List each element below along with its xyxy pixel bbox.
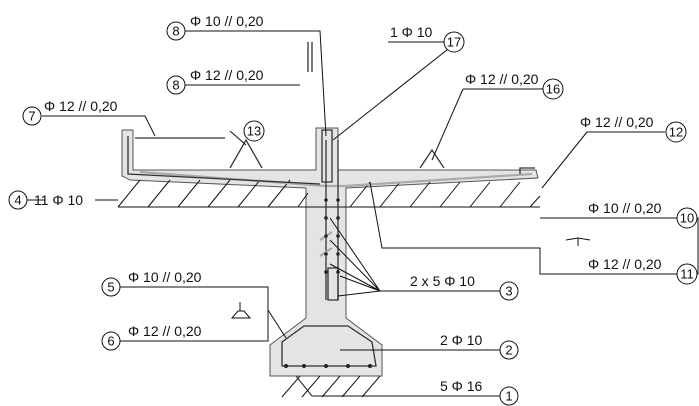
callout-3-number: 3 — [505, 284, 512, 299]
callout-16-label: Φ 12 // 0,20 — [465, 71, 539, 87]
callout-17-number: 17 — [447, 35, 461, 50]
hatching — [117, 179, 541, 398]
callout-8-number: 8 — [172, 24, 179, 39]
leaders — [19, 30, 699, 397]
callout-3-label: 2 x 5 Φ 10 — [410, 273, 475, 289]
callout-8-label: Φ 10 // 0,20 — [190, 13, 264, 29]
stirrup-detail-8-9 — [307, 42, 313, 72]
callout-7-number: 7 — [28, 109, 35, 124]
reinforcement — [127, 129, 535, 367]
callout-2-number: 2 — [505, 343, 512, 358]
callout-16-number: 16 — [546, 82, 560, 97]
callout-labels: Φ 10 // 0,20 Φ 12 // 0,20 1 Φ 10 Φ 12 //… — [34, 13, 662, 394]
callout-11-label: Φ 12 // 0,20 — [588, 256, 662, 272]
callout-2-label: 2 Φ 10 — [440, 332, 483, 348]
callout-9-number: 8 — [172, 78, 179, 93]
callout-12-number: 12 — [669, 125, 683, 140]
callout-12-label: Φ 12 // 0,20 — [580, 114, 654, 130]
callout-1-label: 5 Φ 16 — [440, 378, 483, 394]
callout-4-number: 4 — [14, 193, 21, 208]
section-symbol-10-11 — [565, 237, 591, 246]
callout-6-number: 6 — [107, 334, 114, 349]
callout-5-label: Φ 10 // 0,20 — [128, 269, 202, 285]
callout-circles: 8 8 17 16 7 13 12 4 10 11 5 3 6 2 1 — [8, 21, 698, 406]
callout-4-label: 11 Φ 10 — [34, 192, 83, 208]
callout-17-label: 1 Φ 10 — [390, 24, 433, 40]
section-symbol-5-6 — [230, 302, 252, 319]
callout-9-label: Φ 12 // 0,20 — [190, 67, 264, 83]
callout-13-number: 13 — [247, 124, 261, 139]
callout-11-number: 11 — [680, 267, 694, 282]
concrete-section — [121, 127, 539, 377]
callout-1-number: 1 — [505, 389, 512, 404]
callout-10-number: 10 — [680, 211, 694, 226]
callout-10-label: Φ 10 // 0,20 — [588, 200, 662, 216]
callout-7-label: Φ 12 // 0,20 — [44, 98, 118, 114]
callout-6-label: Φ 12 // 0,20 — [128, 323, 202, 339]
bar-dots — [284, 198, 372, 368]
callout-5-number: 5 — [107, 280, 114, 295]
